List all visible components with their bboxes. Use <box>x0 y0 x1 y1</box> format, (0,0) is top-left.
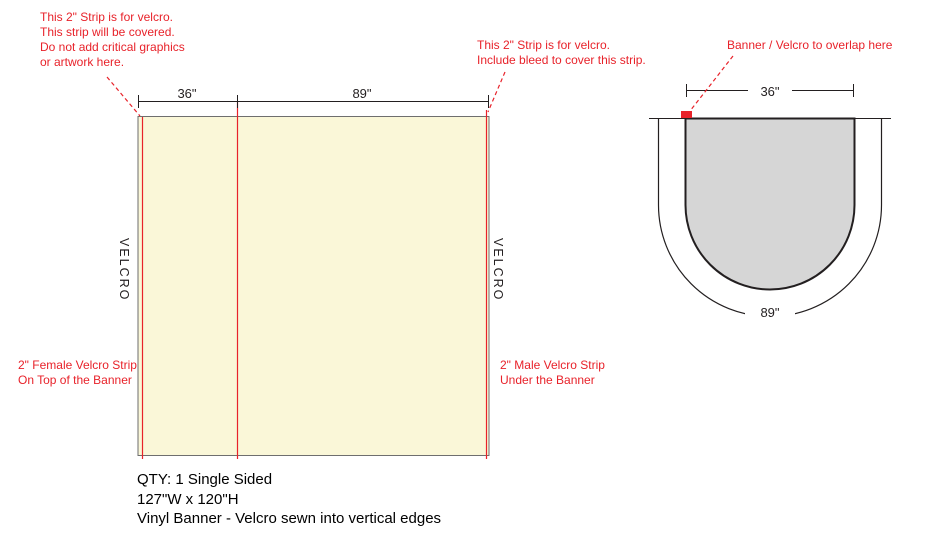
leader-line-right-strip <box>487 71 506 113</box>
note-male-velcro: 2" Male Velcro Strip Under the Banner <box>500 358 605 388</box>
note-left-velcro-strip: This 2" Strip is for velcro. This strip … <box>40 10 185 70</box>
dimension-label-89: 89" <box>352 86 372 101</box>
note-right-velcro-strip: This 2" Strip is for velcro. Include ble… <box>477 38 646 68</box>
note-line: This 2" Strip is for velcro. <box>40 10 173 24</box>
note-line: This 2" Strip is for velcro. <box>477 38 610 52</box>
note-line: On Top of the Banner <box>18 373 132 387</box>
dimension-label-topview-89: 89" <box>760 305 780 320</box>
note-line: Include bleed to cover this strip. <box>477 53 646 67</box>
banner-front-diagram <box>106 71 506 459</box>
note-line: Under the Banner <box>500 373 595 387</box>
spec-line-material: Vinyl Banner - Velcro sewn into vertical… <box>137 510 442 527</box>
note-line: This strip will be covered. <box>40 25 175 39</box>
velcro-label-left: VELCRO <box>117 238 131 302</box>
note-line: Do not add critical graphics <box>40 40 185 54</box>
leader-line-left-strip <box>106 76 141 117</box>
overlap-marker <box>681 111 692 118</box>
label-mask-bottom <box>745 302 795 321</box>
frame-shape <box>684 117 856 291</box>
spec-line-size: 127"W x 120"H <box>137 490 239 508</box>
note-overlap: Banner / Velcro to overlap here <box>727 38 893 52</box>
note-line: or artwork here. <box>40 55 125 69</box>
banner-rect <box>137 116 490 456</box>
dimension-label-36: 36" <box>177 86 197 101</box>
top-view-diagram <box>649 55 891 321</box>
label-mask-top <box>748 82 792 98</box>
note-line: 2" Male Velcro Strip <box>500 358 605 372</box>
note-female-velcro: 2" Female Velcro Strip On Top of the Ban… <box>18 358 137 388</box>
dimension-label-topview-36: 36" <box>760 84 780 99</box>
leader-line-overlap <box>689 55 734 112</box>
velcro-label-right: VELCRO <box>491 238 505 302</box>
note-line: 2" Female Velcro Strip <box>18 358 137 372</box>
spec-line-qty: QTY: 1 Single Sided <box>137 471 273 488</box>
spec-text: QTY: 1 Single Sided 127"W x 120"H Vinyl … <box>137 470 441 529</box>
